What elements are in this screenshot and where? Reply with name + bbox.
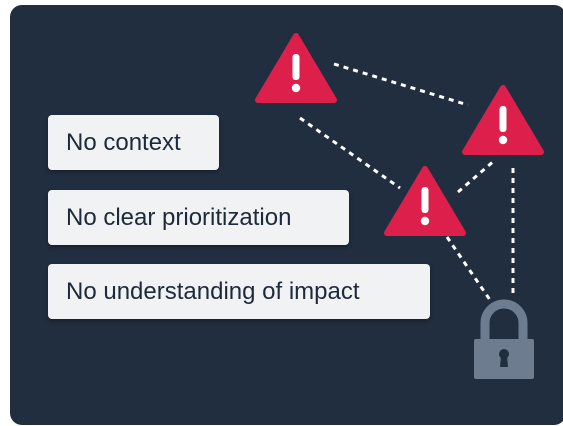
warning-triangle-icon xyxy=(384,166,466,236)
connector-lines xyxy=(299,62,515,301)
label-no-understanding-of-impact: No understanding of impact xyxy=(48,264,430,319)
connector-line xyxy=(457,158,496,194)
warning-triangle-icon xyxy=(462,85,544,155)
warning-triangle-icon xyxy=(255,33,337,103)
connector-line xyxy=(299,116,401,190)
label-no-clear-prioritization: No clear prioritization xyxy=(48,190,349,245)
padlock-icon xyxy=(474,299,534,379)
connector-line xyxy=(445,236,492,301)
label-no-context: No context xyxy=(48,115,219,170)
connector-line xyxy=(333,62,469,107)
